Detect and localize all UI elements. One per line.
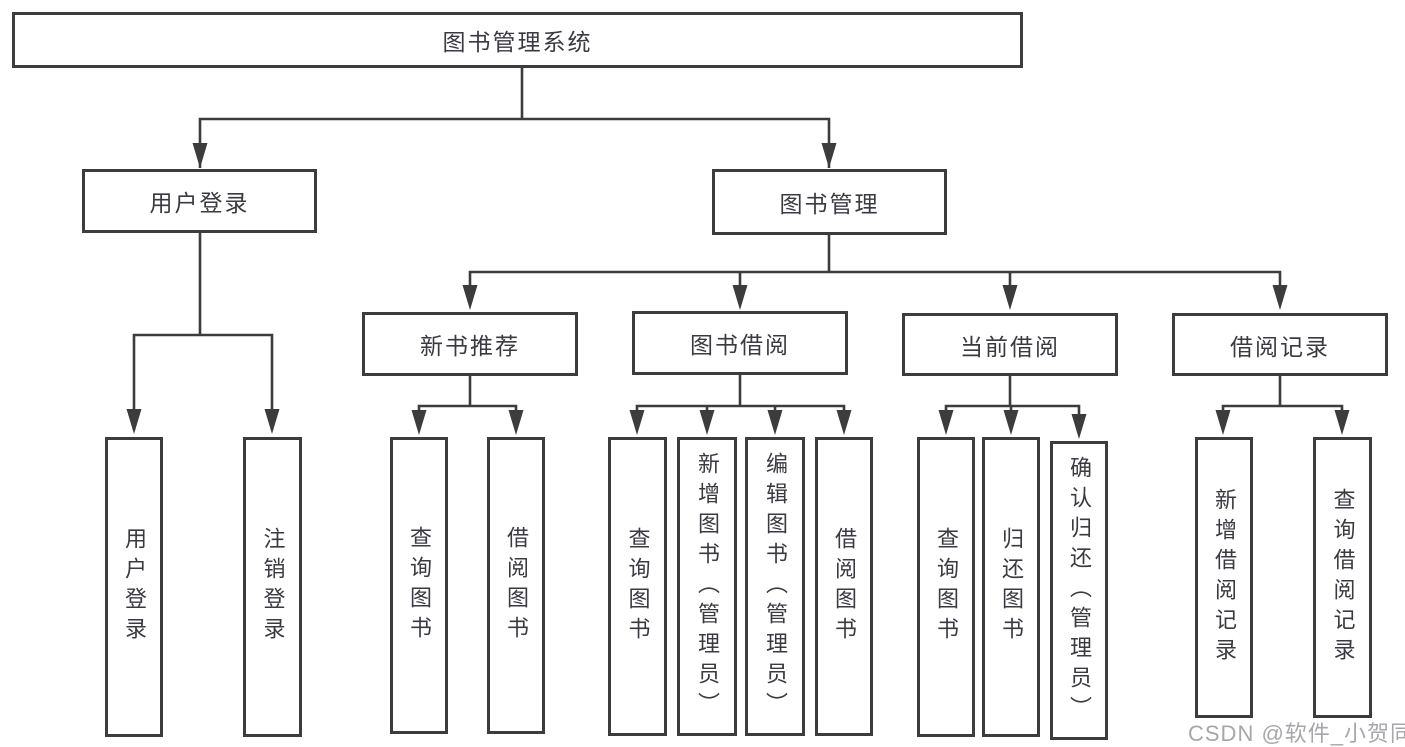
connector-borrowing-to-leaves <box>635 375 846 430</box>
arrow-down-icon <box>508 410 524 435</box>
connector-login-to-leaves <box>132 233 274 430</box>
node-current-borrowing: 当前借阅 <box>902 313 1118 376</box>
leaf-edit-books-admin: 编辑图书（管理员） <box>745 437 805 736</box>
leaf-logout: 注销登录 <box>243 437 302 737</box>
arrow-down-icon <box>821 143 837 168</box>
arrow-down-icon <box>732 285 748 310</box>
arrow-down-icon <box>1071 414 1087 439</box>
arrow-down-icon <box>1002 285 1018 310</box>
leaf-query-borrow-record: 查询借阅记录 <box>1313 437 1372 718</box>
arrow-down-icon <box>126 409 142 434</box>
leaf-confirm-return-admin: 确认归还（管理员） <box>1050 441 1108 740</box>
leaf-borrow-books: 借阅图书 <box>815 437 873 736</box>
arrow-down-icon <box>264 409 280 434</box>
arrow-down-icon <box>1334 410 1350 435</box>
node-book-borrowing: 图书借阅 <box>632 311 848 375</box>
connector-mgmt-to-level3 <box>468 235 1282 304</box>
arrow-down-icon <box>836 410 852 435</box>
connector-newbooks-to-leaves <box>417 376 518 430</box>
leaf-user-login: 用户登录 <box>105 437 163 737</box>
connector-root-to-level2 <box>198 66 831 168</box>
leaf-add-books-admin: 新增图书（管理员） <box>677 437 737 736</box>
leaf-borrow-books: 借阅图书 <box>487 437 545 734</box>
arrow-down-icon <box>192 143 208 168</box>
node-root-system: 图书管理系统 <box>12 12 1023 68</box>
arrow-down-icon <box>938 410 954 435</box>
arrow-down-icon <box>1272 285 1288 310</box>
arrow-down-icon <box>462 285 478 310</box>
node-user-login: 用户登录 <box>82 169 317 233</box>
connector-records-to-leaves <box>1221 376 1344 430</box>
arrow-down-icon <box>767 410 783 435</box>
leaf-return-books: 归还图书 <box>982 437 1040 737</box>
leaf-query-books: 查询图书 <box>608 437 667 736</box>
leaf-query-books: 查询图书 <box>390 437 448 734</box>
node-new-book-recommendation: 新书推荐 <box>362 312 578 376</box>
leaf-add-borrow-record: 新增借阅记录 <box>1195 437 1253 718</box>
arrow-down-icon <box>1003 410 1019 435</box>
node-book-management: 图书管理 <box>712 169 947 235</box>
leaf-query-books: 查询图书 <box>917 437 975 737</box>
arrow-down-icon <box>411 410 427 435</box>
arrowheads <box>126 143 1350 439</box>
arrow-down-icon <box>629 410 645 435</box>
arrow-down-icon <box>1215 410 1231 435</box>
csdn-watermark: CSDN @软件_小贺同学 <box>1188 721 1405 746</box>
node-borrowing-records: 借阅记录 <box>1172 313 1388 376</box>
arrow-down-icon <box>699 410 715 435</box>
